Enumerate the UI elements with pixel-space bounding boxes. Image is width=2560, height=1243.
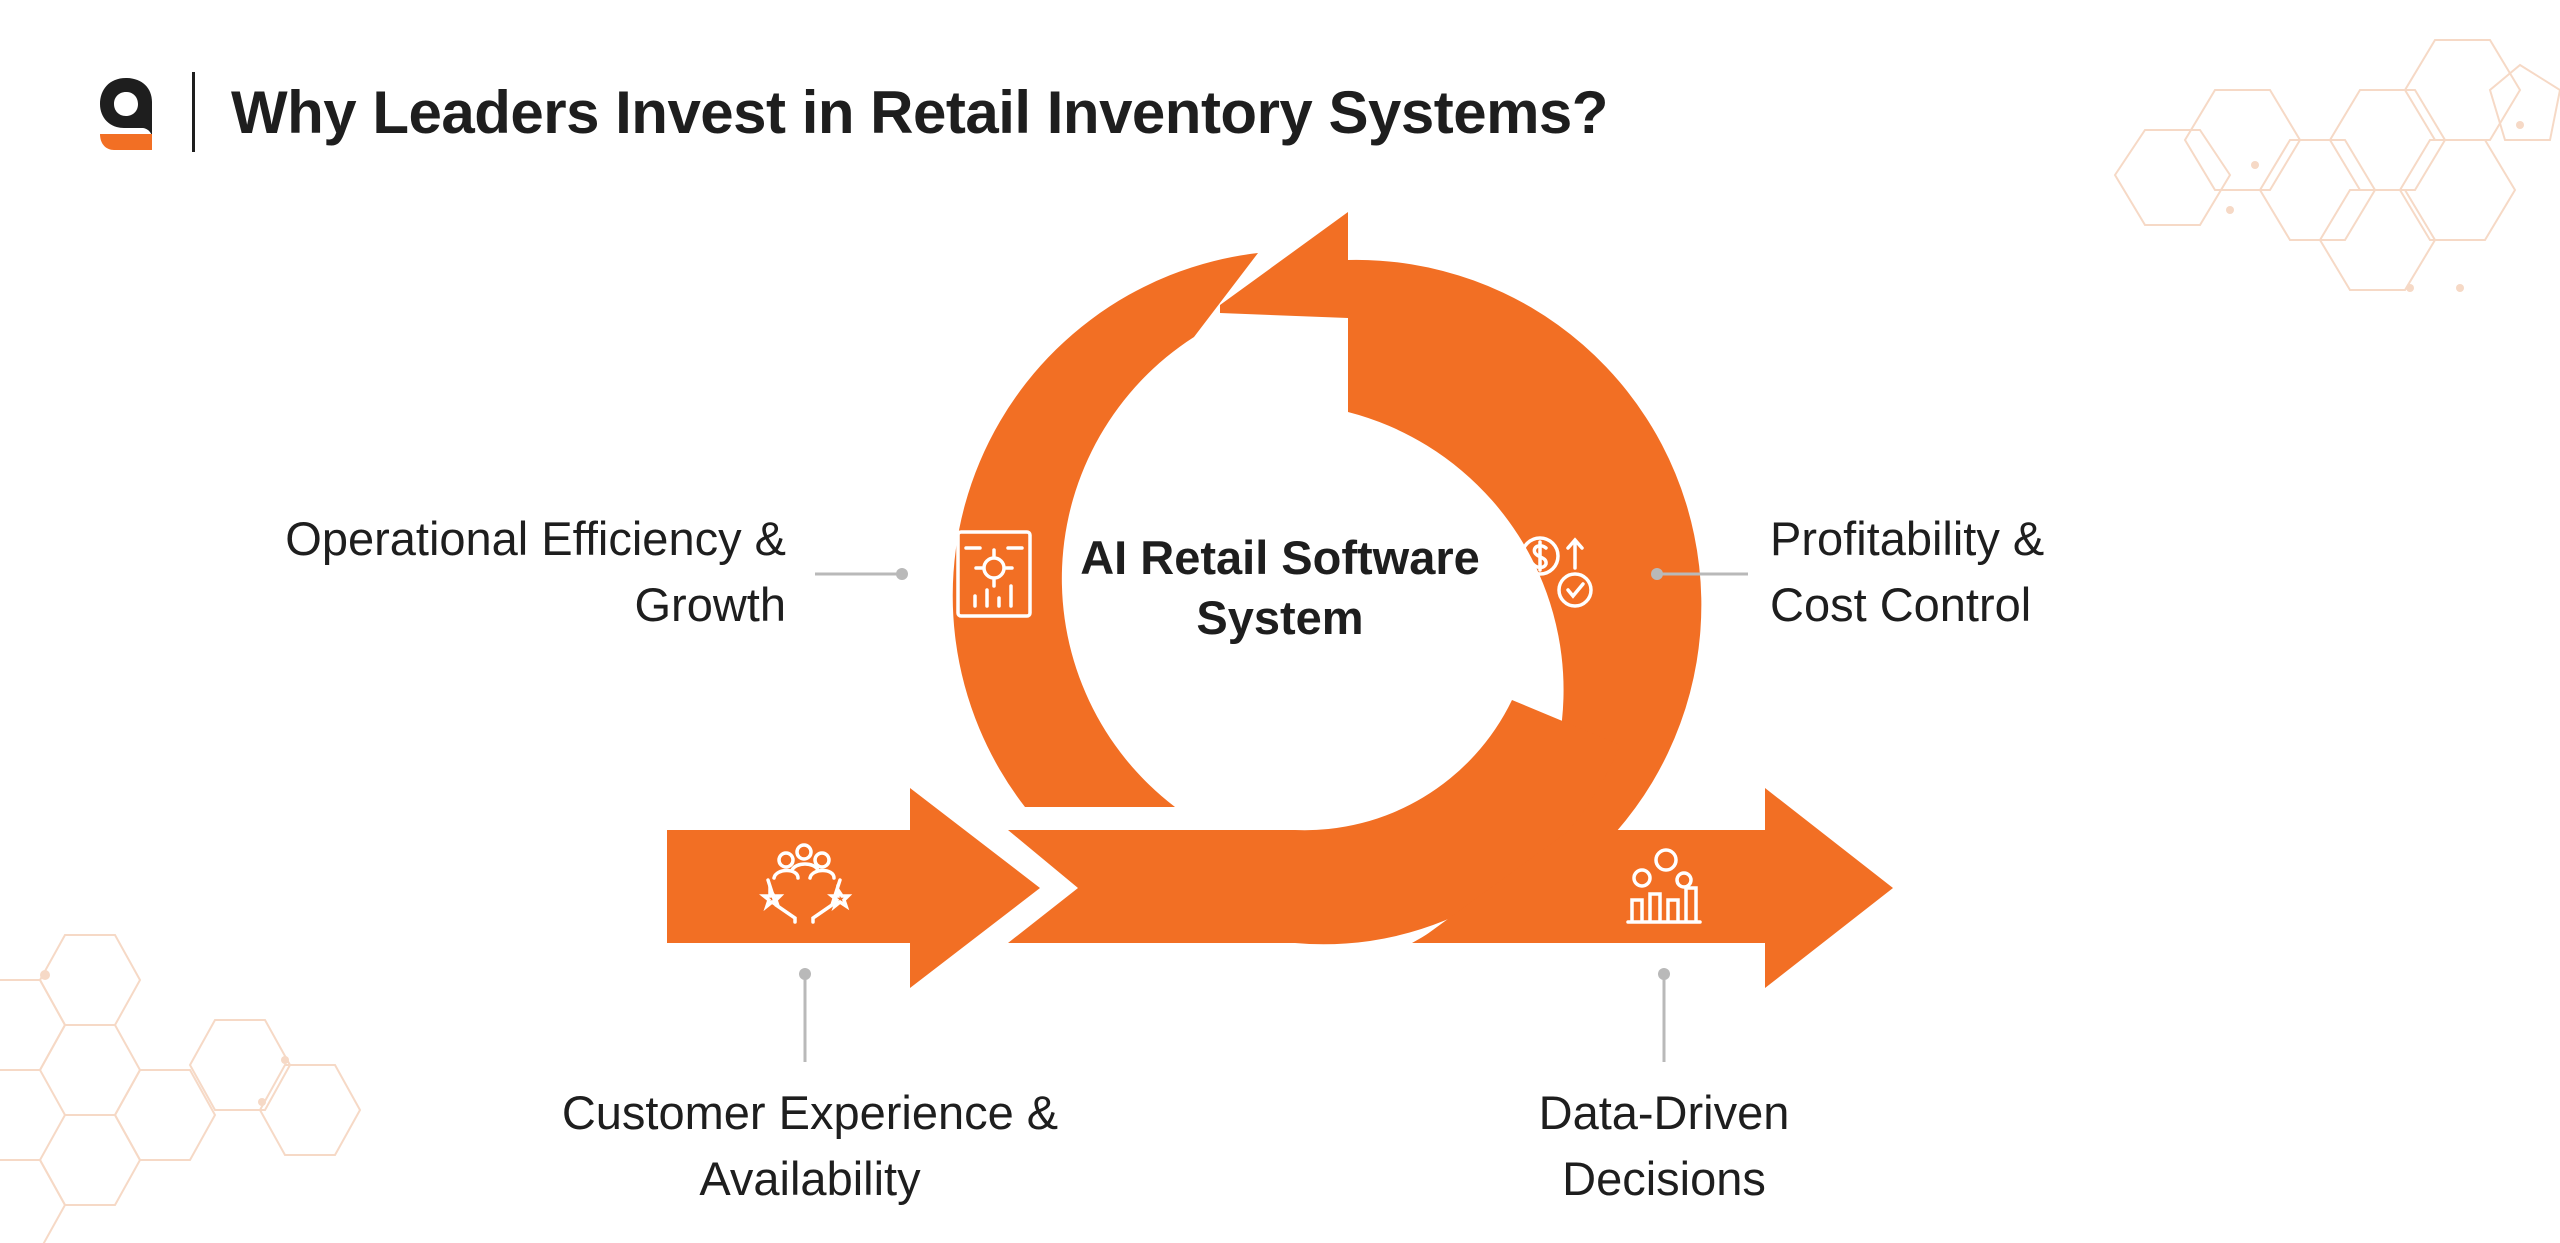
benefit-label-profitability-line-1: Profitability & bbox=[1770, 512, 2045, 565]
benefit-label-operational-line-2: Growth bbox=[634, 578, 787, 631]
connector-dot-customer bbox=[799, 968, 811, 980]
benefit-label-customer-line-2: Availability bbox=[699, 1152, 921, 1205]
benefit-label-operational-line-1: Operational Efficiency & bbox=[285, 512, 786, 565]
header-divider bbox=[192, 72, 195, 152]
benefit-label-data-line-1: Data-Driven bbox=[1538, 1086, 1790, 1139]
benefit-label-customer: Customer Experience & Availability bbox=[510, 1080, 1110, 1212]
center-label-line-2: System bbox=[1196, 591, 1364, 644]
gears-bar-chart-icon bbox=[1626, 848, 1702, 924]
arrow-cycle-bottom bbox=[1008, 700, 1620, 945]
dollar-gear-exchange-icon bbox=[1520, 536, 1593, 613]
hexagon-pattern-bottom-left bbox=[0, 934, 362, 1243]
arrow-left-bottom bbox=[667, 788, 1040, 988]
page-title: Why Leaders Invest in Retail Inventory S… bbox=[231, 78, 1608, 146]
center-label-line-1: AI Retail Software bbox=[1080, 531, 1480, 584]
header: Why Leaders Invest in Retail Inventory S… bbox=[96, 64, 1608, 160]
benefit-label-profitability-line-2: Cost Control bbox=[1770, 578, 2032, 631]
connector-dot-data bbox=[1658, 968, 1670, 980]
connector-dot-profitability bbox=[1651, 568, 1663, 580]
cycle-ring-arrow bbox=[952, 253, 1258, 807]
hands-customers-stars-icon bbox=[759, 843, 853, 924]
benefit-label-customer-line-1: Customer Experience & bbox=[561, 1086, 1059, 1139]
brand-logo-icon bbox=[100, 78, 152, 150]
benefit-label-data: Data-Driven Decisions bbox=[1464, 1080, 1864, 1212]
benefit-label-profitability: Profitability & Cost Control bbox=[1770, 506, 2170, 638]
benefit-label-operational: Operational Efficiency & Growth bbox=[236, 506, 786, 638]
connector-dot-operational bbox=[896, 568, 908, 580]
arrow-right-bottom bbox=[1415, 788, 1893, 988]
hexagon-pattern-top-right bbox=[2113, 39, 2560, 292]
center-system-label: AI Retail Software System bbox=[1040, 528, 1520, 648]
gear-dashboard-chart-icon bbox=[956, 530, 1032, 618]
benefit-label-data-line-2: Decisions bbox=[1562, 1152, 1766, 1205]
